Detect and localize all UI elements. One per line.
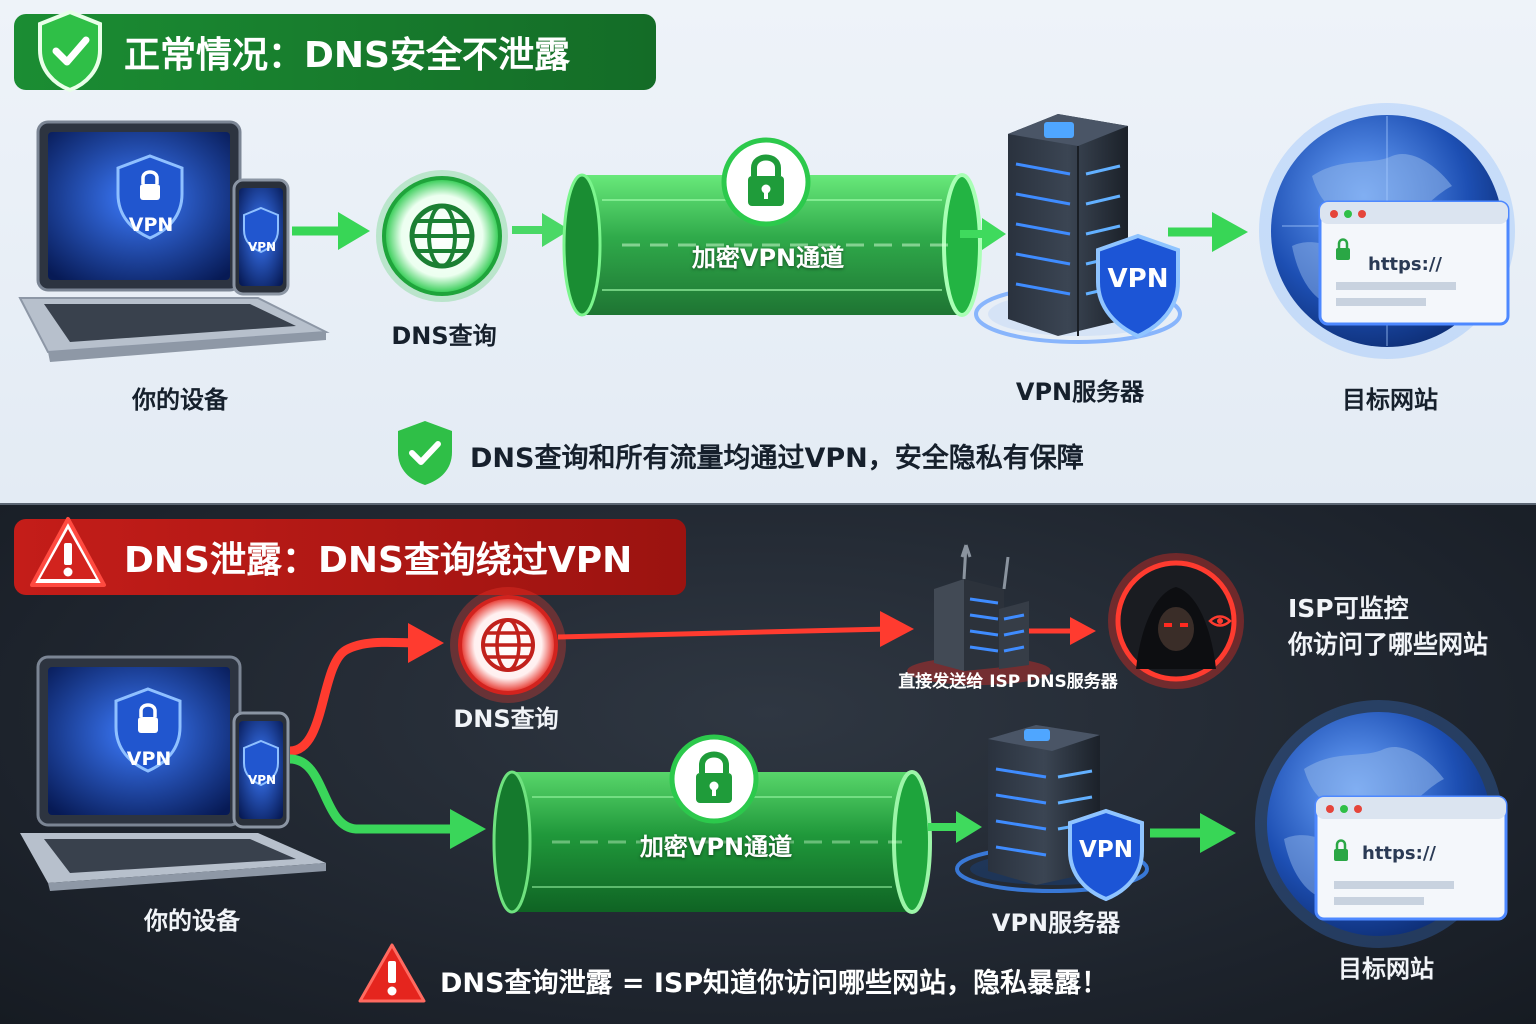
server-vpn-badge: VPN (1107, 264, 1169, 294)
arrow-icon (292, 212, 370, 250)
safe-note: DNS查询和所有流量均通过VPN，安全隐私有保障 (470, 443, 1084, 474)
arrow-icon (1168, 212, 1248, 252)
monitor-line2: 你访问了哪些网站 (1288, 630, 1489, 659)
server-vpn-badge: VPN (1079, 837, 1133, 863)
site-label: 目标网站 (1338, 955, 1434, 983)
laptop-vpn-badge: VPN (128, 214, 174, 236)
padlock-icon (669, 734, 759, 824)
site-label: 目标网站 (1342, 386, 1438, 414)
vpn-tunnel (562, 173, 982, 317)
phone-vpn-badge: VPN (247, 773, 277, 787)
dns-globe-icon (450, 587, 566, 703)
isp-building-icon (907, 544, 1051, 685)
safe-title-banner: 正常情况：DNS安全不泄露 (14, 14, 656, 90)
url-text: https:// (1368, 254, 1442, 275)
safe-scenario-panel: 正常情况：DNS安全不泄露 VPN VPN 你的设备 DNS查 (0, 0, 1536, 505)
check-shield-icon (398, 421, 452, 485)
server-label: VPN服务器 (1015, 378, 1145, 406)
arrow-icon (928, 811, 982, 843)
browser-window-icon (1314, 795, 1508, 921)
vpn-path (289, 754, 486, 849)
panel-divider (0, 503, 1536, 506)
laptop-vpn-shield-icon (116, 154, 184, 240)
server-vpn-shield-icon (1068, 808, 1144, 902)
tunnel-label: 加密VPN通道 (691, 244, 845, 272)
padlock-icon (721, 137, 811, 227)
safe-title: 正常情况：DNS安全不泄露 (124, 35, 570, 76)
leak-title-banner: DNS泄露：DNS查询绕过VPN (14, 519, 686, 595)
phone-vpn-badge: VPN (247, 240, 277, 254)
warning-icon (358, 943, 426, 1003)
monitor-line1: ISP可监控 (1288, 594, 1409, 623)
laptop-vpn-shield-icon (114, 687, 182, 773)
warning-icon (30, 517, 106, 587)
tunnel-label: 加密VPN通道 (639, 833, 793, 861)
device-label: 你的设备 (132, 386, 228, 414)
leak-scenario-panel: DNS泄露：DNS查询绕过VPN VPN VPN 你的设备 (0, 505, 1536, 1024)
arrow-icon (512, 213, 570, 247)
hacker-icon (1108, 553, 1244, 689)
dns-label: DNS查询 (453, 705, 559, 733)
shield-check-icon (38, 9, 102, 93)
browser-window-icon (1318, 200, 1510, 326)
leak-path (289, 623, 444, 756)
leak-title: DNS泄露：DNS查询绕过VPN (124, 540, 633, 581)
phone-icon (232, 178, 290, 296)
device-label: 你的设备 (144, 907, 240, 935)
phone-icon (232, 711, 290, 829)
laptop-vpn-badge: VPN (126, 748, 172, 770)
arrow-icon (960, 218, 1006, 250)
isp-label: 直接发送给 ISP DNS服务器 (898, 672, 1118, 692)
dns-globe-icon (376, 170, 508, 302)
leak-note: DNS查询泄露 = ISP知道你访问哪些网站，隐私暴露！ (440, 968, 1109, 999)
server-vpn-shield-icon (1096, 233, 1180, 339)
leak-arrow (557, 611, 1096, 647)
url-text: https:// (1362, 843, 1436, 864)
dns-label: DNS查询 (391, 322, 497, 350)
server-label: VPN服务器 (991, 909, 1121, 937)
arrow-icon (1150, 813, 1236, 853)
